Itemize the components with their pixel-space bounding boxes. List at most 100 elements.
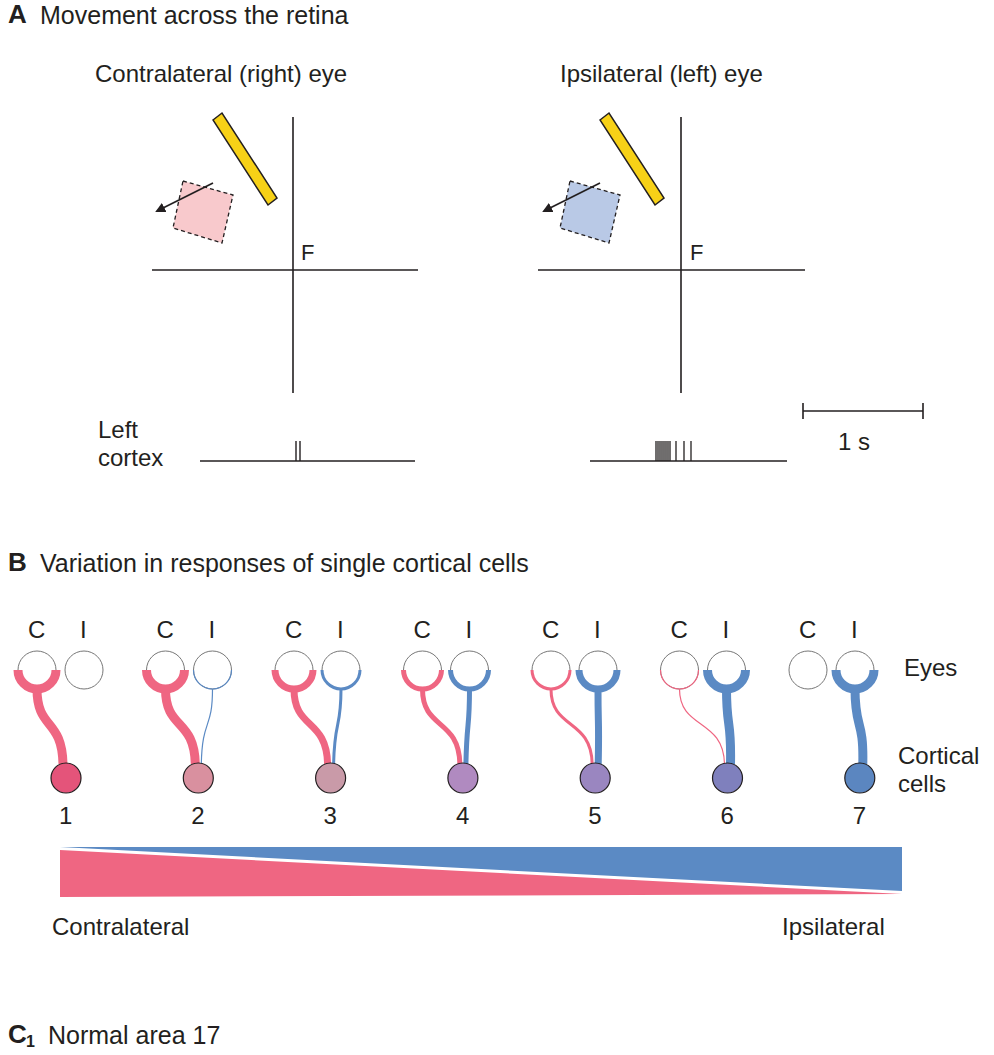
callout-number: 3: [324, 802, 337, 830]
cell-pathways: [18, 651, 875, 793]
pathway: [423, 689, 460, 764]
eye-label: Ipsilateral (left) eye: [560, 60, 763, 88]
panel-title: Variation in responses of single cortica…: [40, 549, 529, 578]
pathway: [680, 689, 725, 764]
eye: [532, 651, 570, 689]
retina-arc: [275, 670, 313, 689]
pathway: [294, 689, 328, 764]
eye-letter: C: [671, 616, 688, 644]
cortical-cell: [51, 763, 81, 793]
callout-number: 7: [853, 802, 866, 830]
retina-arc: [451, 670, 489, 689]
eye-letter: I: [723, 616, 730, 644]
eye: [322, 651, 360, 689]
retina-arc: [708, 670, 746, 689]
spike: [661, 441, 662, 461]
pathway: [727, 689, 731, 764]
eye-letter: C: [542, 616, 559, 644]
callout-number: 5: [588, 802, 601, 830]
scale-bar: [803, 403, 923, 419]
spike: [665, 441, 666, 461]
cortical-cell: [316, 763, 346, 793]
eye: [661, 651, 699, 689]
spike: [675, 441, 676, 461]
pathway: [166, 689, 196, 764]
cortical-cell: [448, 763, 478, 793]
cortical-cell: [183, 763, 213, 793]
panel-right-eye: [152, 113, 418, 461]
eye: [275, 651, 313, 689]
eye: [451, 651, 489, 689]
eye: [789, 651, 827, 689]
panel-letter: A: [8, 0, 27, 30]
callout-number: 6: [721, 802, 734, 830]
retina-arc: [836, 670, 874, 689]
panel-title: Movement across the retina: [40, 1, 348, 30]
eye-letter: I: [209, 616, 216, 644]
panel-left-eye: [538, 113, 805, 461]
axis-label: Ipsilateral: [782, 913, 885, 941]
pathway: [334, 689, 341, 764]
retina-arc: [661, 670, 699, 689]
pathway: [595, 689, 603, 764]
eye: [147, 651, 185, 689]
eye-letter: I: [851, 616, 858, 644]
retina-arc: [194, 670, 232, 689]
callout-number: 2: [191, 802, 204, 830]
cortical-cell: [713, 763, 743, 793]
eye: [194, 651, 232, 689]
spike: [683, 441, 684, 461]
row-label: Eyes: [904, 654, 957, 682]
retina-arc: [147, 670, 185, 689]
eye: [65, 651, 103, 689]
retina-arc: [322, 670, 360, 689]
eye-letter: C: [799, 616, 816, 644]
spike: [669, 441, 670, 461]
panel-letter: B: [8, 548, 27, 578]
spike: [659, 441, 660, 461]
row-label: Cortical cells: [898, 742, 990, 797]
cortical-cell: [845, 763, 875, 793]
eye: [579, 651, 617, 689]
pathway: [37, 689, 63, 764]
spike: [690, 441, 691, 461]
dominance-wedges: [60, 847, 902, 897]
callout-number: 4: [456, 802, 469, 830]
eye-letter: I: [80, 616, 87, 644]
eye-letter: C: [157, 616, 174, 644]
pathway: [201, 689, 212, 764]
eye-label: Contralateral (right) eye: [95, 60, 347, 88]
eye: [708, 651, 746, 689]
axis-label: Contralateral: [52, 913, 189, 941]
eye-letter: C: [285, 616, 302, 644]
pathway: [855, 689, 863, 764]
eye-letter: I: [466, 616, 473, 644]
retina-arc: [532, 670, 570, 689]
spike: [667, 441, 668, 461]
retina-arc: [404, 670, 442, 689]
eye-letter: C: [28, 616, 45, 644]
callout-number: 1: [59, 802, 72, 830]
eye-letter: I: [337, 616, 344, 644]
retina-arc: [579, 670, 617, 689]
panel-title: Normal area 17: [48, 1021, 220, 1050]
scale-label: 1 s: [838, 428, 870, 456]
spike: [657, 441, 658, 461]
eye-letter: I: [594, 616, 601, 644]
retina-arc: [18, 670, 56, 689]
recording-label: Left cortex: [98, 416, 178, 471]
eye-letter: C: [414, 616, 431, 644]
eye: [18, 651, 56, 689]
fixation-label: F: [690, 240, 703, 265]
pathway: [551, 689, 592, 764]
pathway: [466, 689, 470, 764]
panel-letter: C: [8, 1020, 27, 1050]
eye: [836, 651, 874, 689]
cortical-cell: [580, 763, 610, 793]
fixation-label: F: [301, 240, 314, 265]
spike: [655, 441, 656, 461]
eye: [404, 651, 442, 689]
subscript: 1: [26, 1033, 35, 1051]
spike: [663, 441, 664, 461]
